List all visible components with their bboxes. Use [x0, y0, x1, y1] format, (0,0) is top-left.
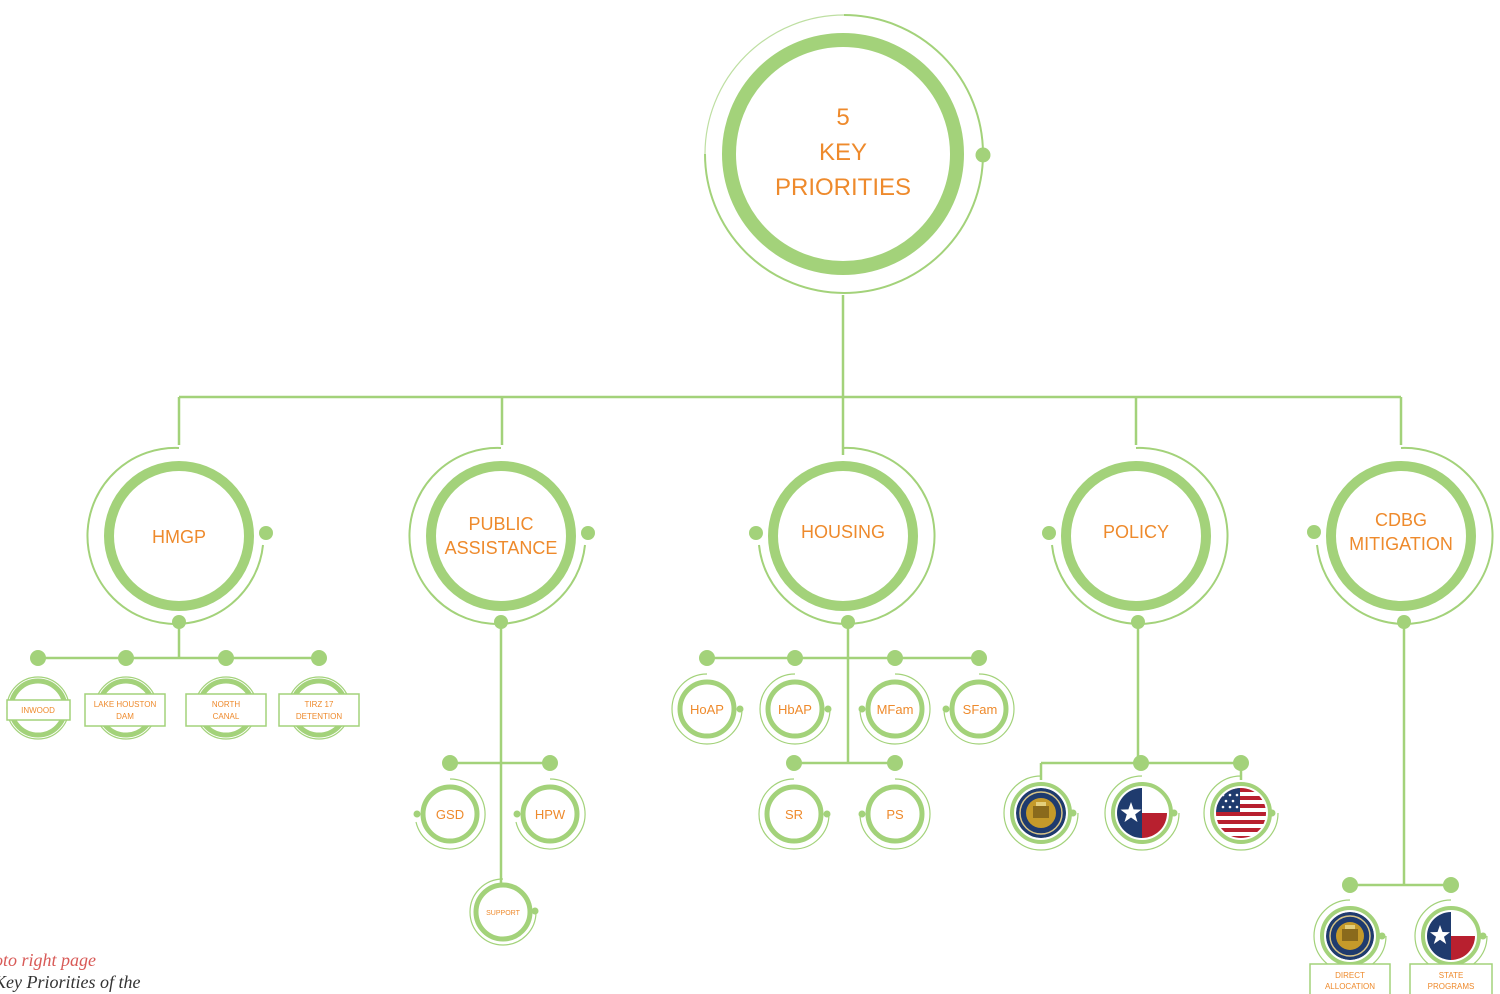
node-label: SR	[785, 807, 803, 822]
priority-label: MITIGATION	[1349, 534, 1453, 554]
project-label: TIRZ 17	[305, 700, 334, 709]
root-line2: KEY	[819, 139, 867, 166]
policy-city-seal[interactable]	[1003, 755, 1249, 851]
node-label: PS	[886, 807, 904, 822]
priority-node-hmgp[interactable]: HMGP	[86, 446, 273, 629]
housing-program-ps[interactable]: PS	[858, 755, 931, 850]
priority-label: ASSISTANCE	[445, 538, 558, 558]
public-assistance-support[interactable]: SUPPORT	[469, 878, 539, 946]
root-node: 5 KEY PRIORITIES	[704, 14, 991, 294]
housing-program-hoap[interactable]: HoAP	[671, 650, 744, 745]
priority-node-cdbg-mitigation[interactable]: CDBG MITIGATION	[1307, 446, 1494, 629]
node-label: MFam	[877, 702, 914, 717]
housing-program-sr[interactable]: SR	[758, 755, 831, 850]
project-label: DAM	[116, 712, 134, 721]
project-label: LAKE HOUSTON	[94, 700, 157, 709]
priority-node-public-assistance[interactable]: PUBLIC ASSISTANCE	[408, 446, 595, 629]
project-label: CANAL	[213, 712, 240, 721]
node-label: SUPPORT	[486, 910, 520, 917]
node-label: HoAP	[690, 702, 724, 717]
housing-program-sfam[interactable]: SFam	[942, 650, 1015, 745]
caption-line-1: oto right page	[0, 950, 96, 970]
hmgp-project-north-canal[interactable]: NORTH CANAL	[185, 650, 267, 740]
texas-flag-icon	[1117, 788, 1167, 838]
node-label: GSD	[436, 807, 464, 822]
priority-label: HOUSING	[801, 522, 885, 542]
public-assistance-gsd[interactable]: GSD	[413, 755, 486, 850]
cdbg-direct-allocation[interactable]: DIRECT ALLOCATION	[1309, 877, 1391, 994]
cdbg-state-programs[interactable]: STATE PROGRAMS	[1409, 877, 1493, 994]
priority-node-policy[interactable]: POLICY	[1042, 446, 1229, 629]
housing-program-mfam[interactable]: MFam	[858, 650, 931, 745]
node-label: PROGRAMS	[1428, 982, 1475, 991]
connector-lines	[38, 295, 1451, 887]
node-label: ALLOCATION	[1325, 982, 1375, 991]
root-line1: 5	[836, 104, 849, 131]
caption-line-2: Key Priorities of the	[0, 972, 141, 992]
project-label: INWOOD	[21, 706, 55, 715]
root-line3: PRIORITIES	[775, 174, 911, 201]
priority-label: POLICY	[1103, 522, 1169, 542]
city-seal-icon	[1326, 912, 1374, 960]
texas-flag-icon	[1427, 912, 1475, 960]
priority-label: PUBLIC	[468, 514, 533, 534]
hmgp-project-tirz-17-detention[interactable]: TIRZ 17 DETENTION	[278, 650, 360, 740]
priority-node-housing[interactable]: HOUSING	[749, 446, 936, 629]
public-assistance-hpw[interactable]: HPW	[513, 755, 586, 850]
node-label: HbAP	[778, 702, 812, 717]
root-dot	[975, 147, 991, 163]
priority-label: CDBG	[1375, 510, 1427, 530]
priority-label: HMGP	[152, 527, 206, 547]
node-label: SFam	[963, 702, 998, 717]
hmgp-project-lake-houston-dam[interactable]: LAKE HOUSTON DAM	[84, 650, 166, 740]
node-label: HPW	[535, 807, 566, 822]
housing-program-hbap[interactable]: HbAP	[759, 650, 832, 745]
node-label: DIRECT	[1335, 971, 1365, 980]
hmgp-project-inwood[interactable]: INWOOD	[6, 650, 71, 740]
city-seal-icon	[1016, 788, 1066, 838]
project-label: NORTH	[212, 700, 241, 709]
policy-texas-flag[interactable]	[1104, 775, 1180, 851]
us-flag-icon	[1216, 788, 1266, 838]
project-label: DETENTION	[296, 712, 342, 721]
policy-us-flag[interactable]	[1203, 775, 1279, 851]
node-label: STATE	[1439, 971, 1464, 980]
